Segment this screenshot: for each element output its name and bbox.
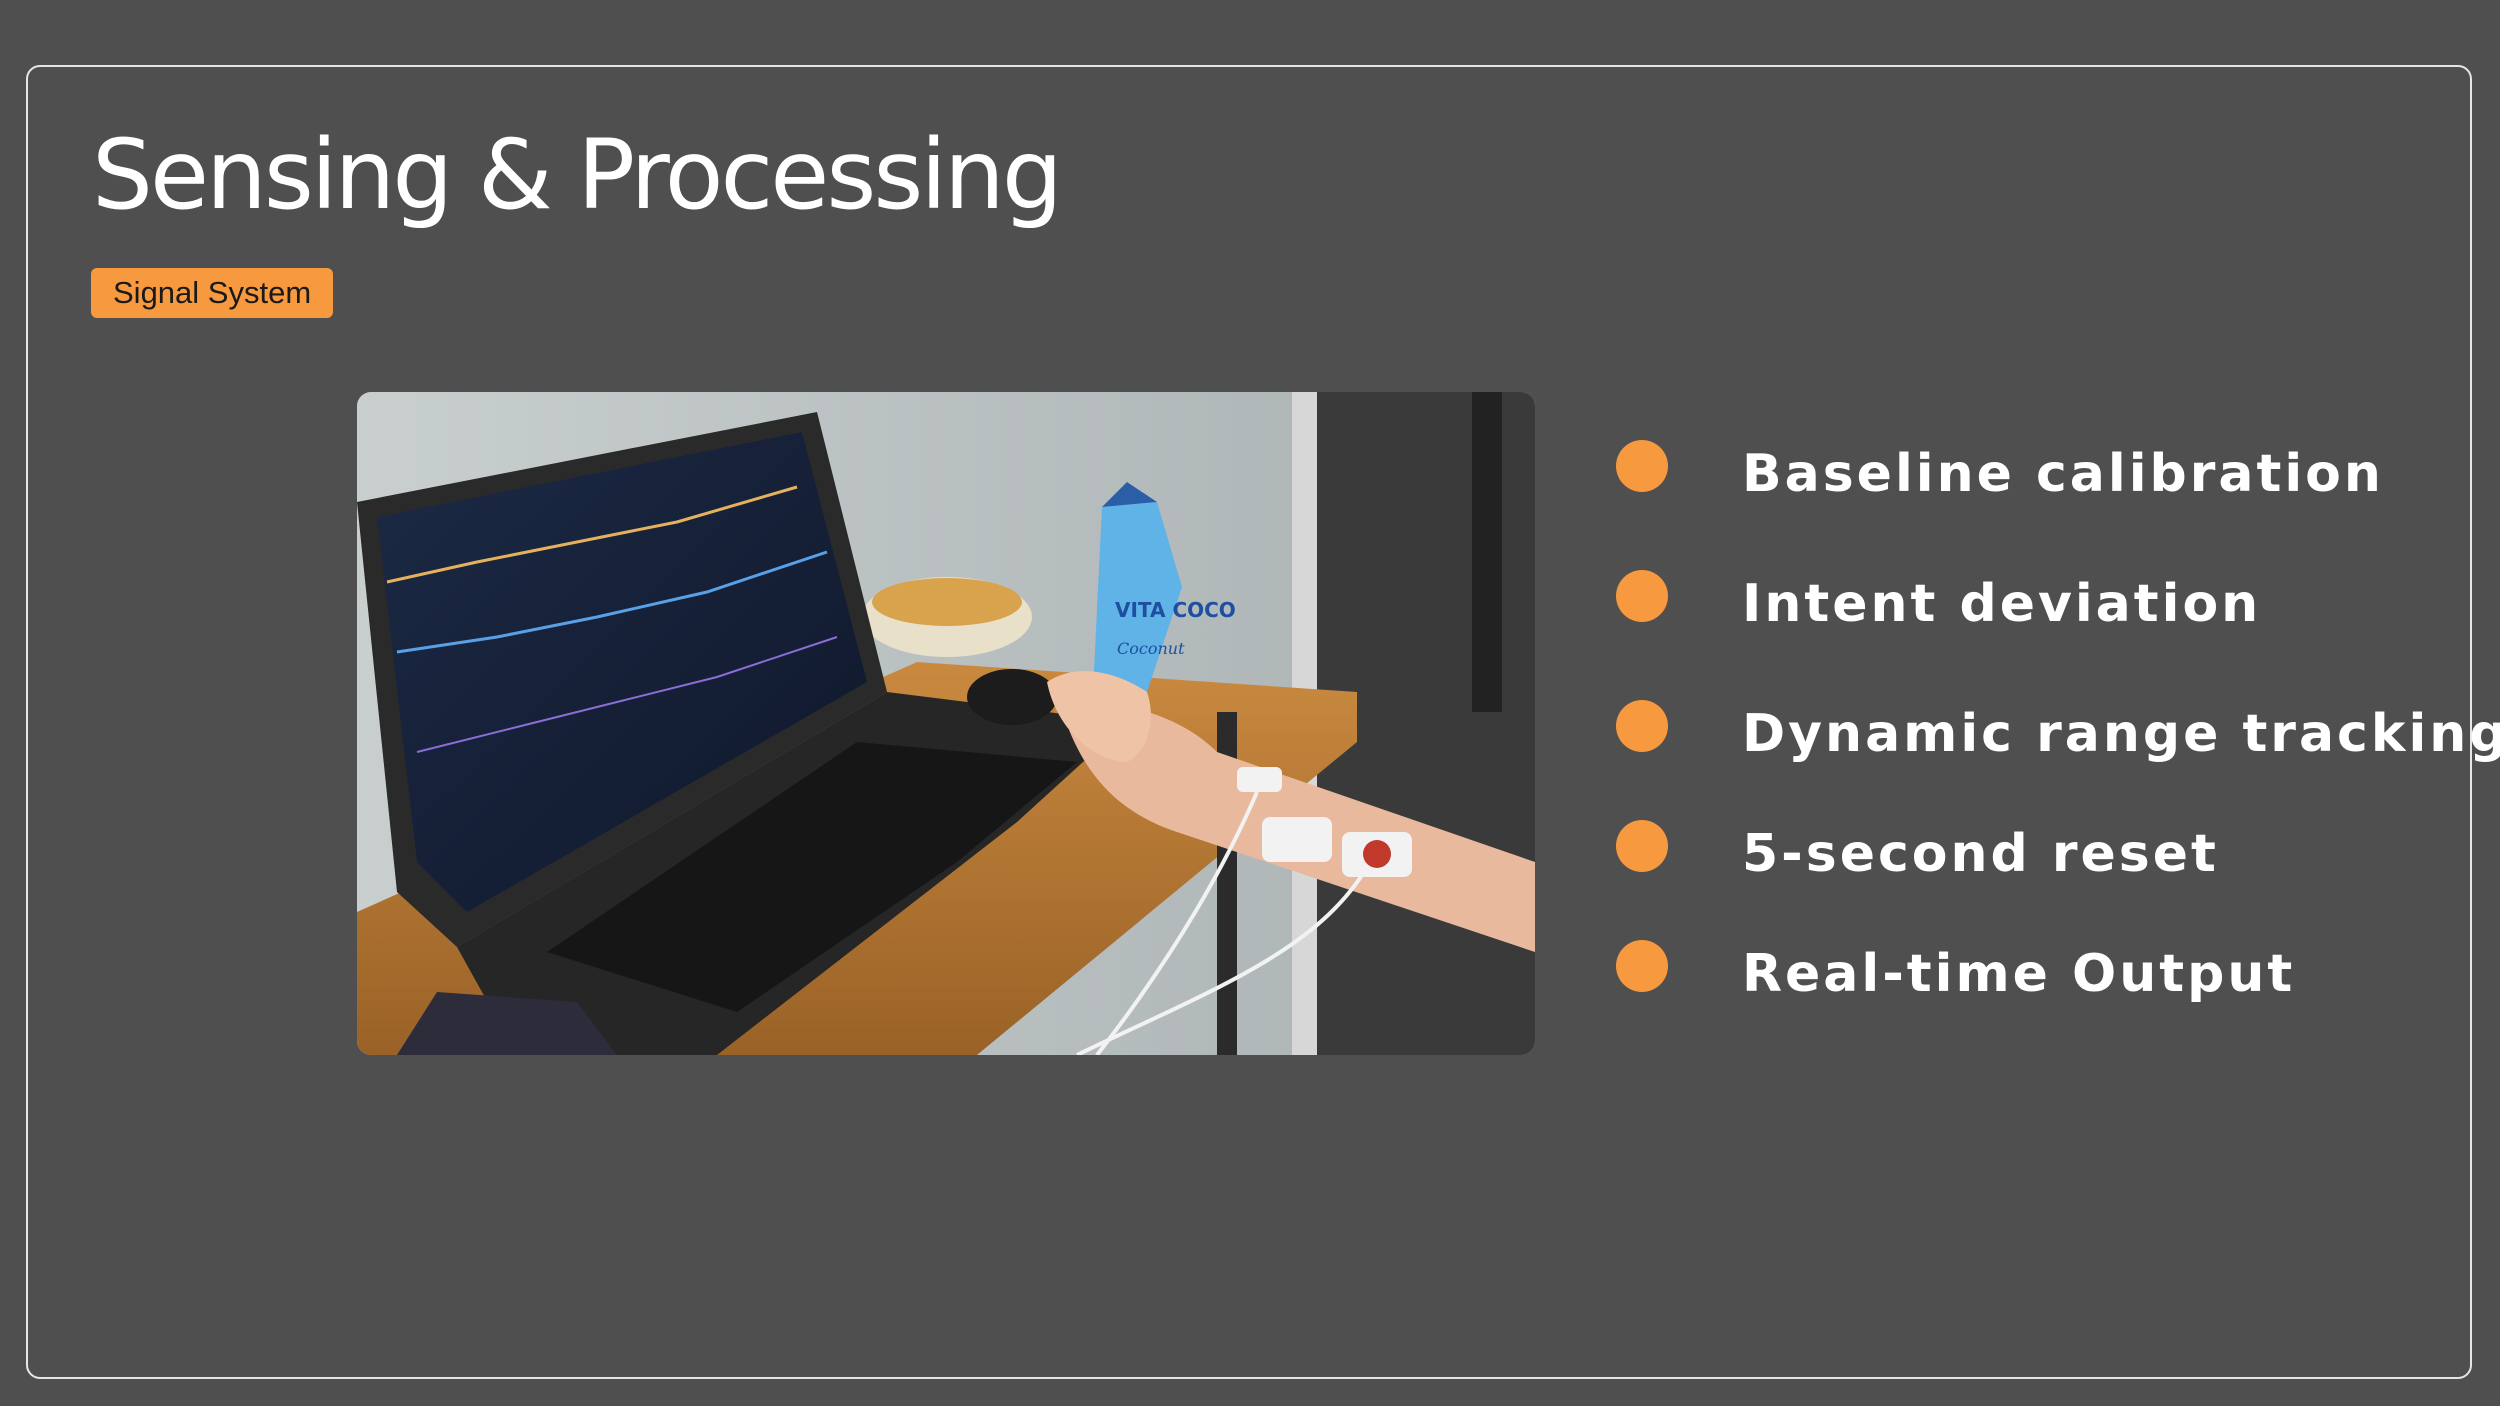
feature-label: Intent deviation xyxy=(1742,574,2262,634)
wrist-sensor xyxy=(1237,767,1282,792)
shelf-rack xyxy=(1472,392,1502,712)
cloth xyxy=(397,992,617,1055)
bowl-food xyxy=(872,578,1022,626)
carton-cap xyxy=(1102,482,1157,507)
keyboard xyxy=(547,742,1077,1012)
bullet-dot xyxy=(1616,820,1668,872)
coconut-carton xyxy=(1092,502,1182,722)
laptop-screen xyxy=(377,432,867,912)
carton-flavor: Coconut xyxy=(1117,639,1185,658)
signal-trace-2 xyxy=(396,550,828,654)
feature-item-reset: 5-second reset xyxy=(1614,820,2464,900)
electrode-pad-1 xyxy=(1262,817,1332,862)
bullet-dot xyxy=(1616,440,1668,492)
carton-brand: VITA COCO xyxy=(1115,598,1236,622)
slide-frame xyxy=(26,65,2472,1379)
signal-trace-1 xyxy=(386,485,798,584)
feature-item-realtime: Real-time Output xyxy=(1614,940,2464,1020)
feature-item-intent: Intent deviation xyxy=(1614,570,2464,650)
sensor-wire-1 xyxy=(1095,791,1259,1055)
feature-label: 5-second reset xyxy=(1742,824,2219,884)
feature-label: Real-time Output xyxy=(1742,944,2296,1004)
feature-item-baseline: Baseline calibration xyxy=(1614,440,2464,520)
bullet-dot xyxy=(1616,570,1668,622)
hand xyxy=(1047,671,1151,762)
bullet-dot xyxy=(1616,700,1668,752)
demo-photo: VITA COCO Coconut xyxy=(357,392,1535,1055)
feature-item-dynamic-range: Dynamic range tracking xyxy=(1614,700,2500,780)
feature-label: Baseline calibration xyxy=(1742,444,2384,504)
signal-trace-3 xyxy=(416,636,838,753)
bullet-dot xyxy=(1616,940,1668,992)
signal-system-tag: Signal System xyxy=(91,268,334,318)
mouse xyxy=(967,669,1057,725)
sensor-wire-2 xyxy=(1076,865,1369,1055)
feature-label: Dynamic range tracking xyxy=(1742,704,2500,764)
slide-title: Sensing & Processing xyxy=(92,119,1063,231)
electrode-clip xyxy=(1363,840,1391,868)
